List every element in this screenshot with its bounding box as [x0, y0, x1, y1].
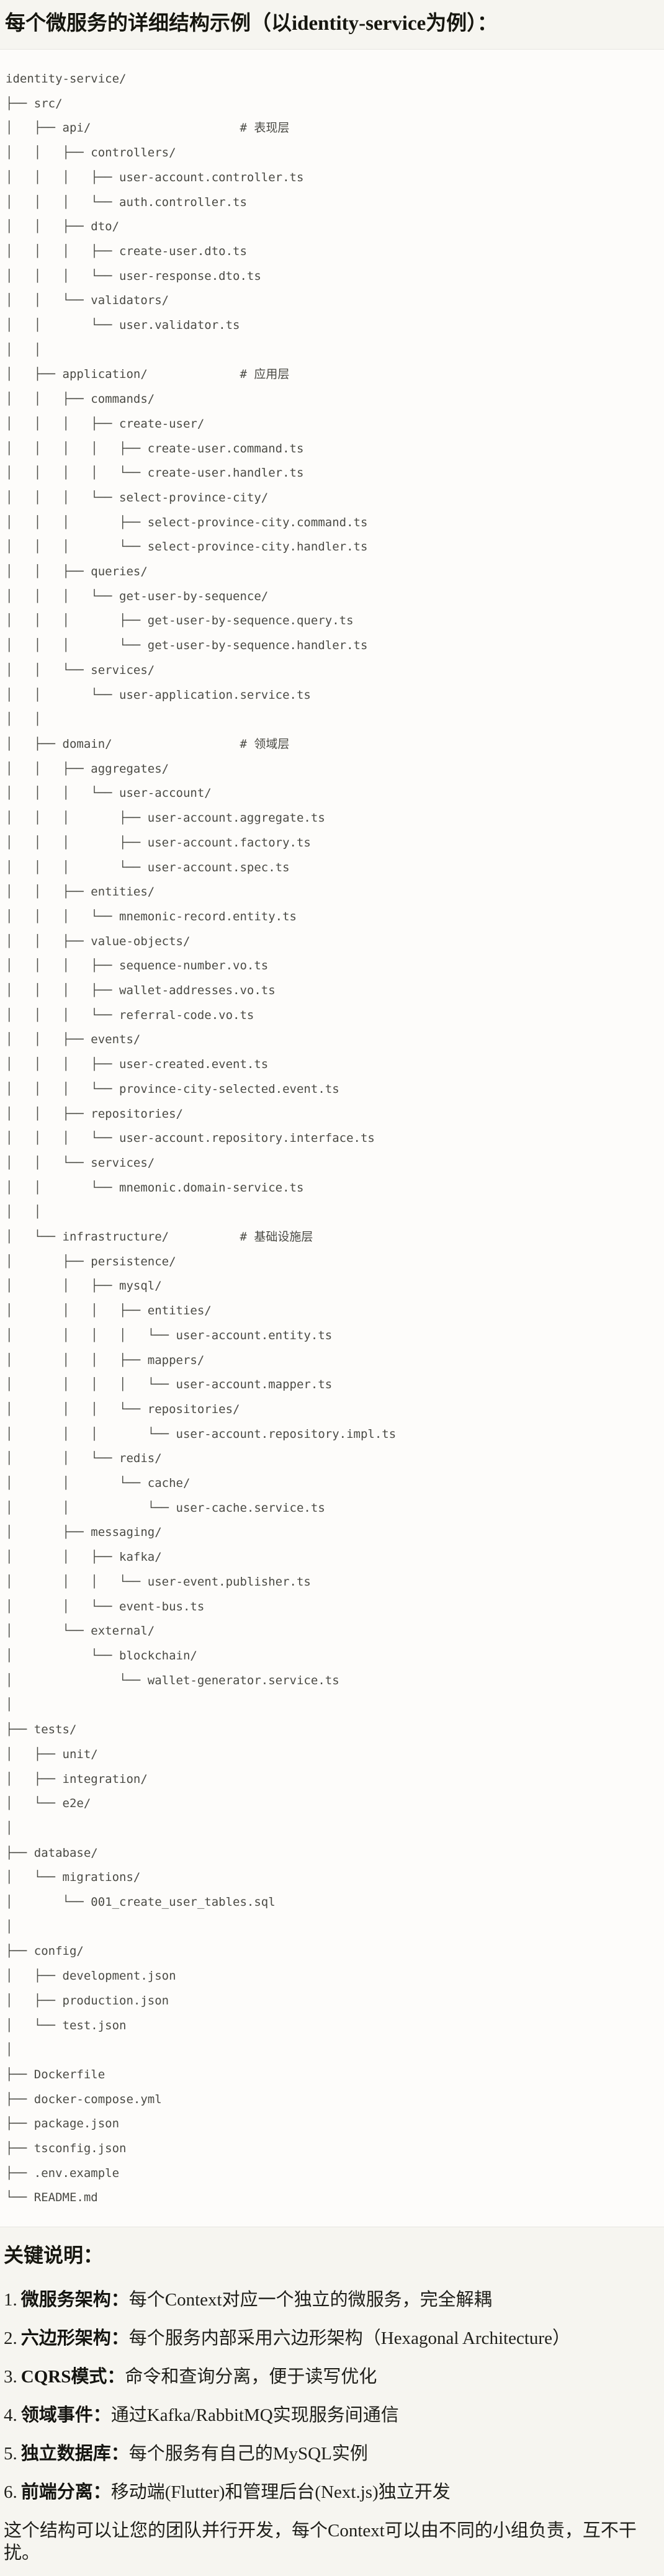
note-term: 微服务架构： [20, 2290, 129, 2310]
note-number: 3. [4, 2367, 17, 2387]
note-item-frontend-split: 6.前端分离：移动端(Flutter)和管理后台(Next.js)独立开发 [4, 2481, 660, 2503]
note-term: 六边形架构： [20, 2328, 129, 2349]
note-desc: 移动端(Flutter)和管理后台(Next.js)独立开发 [110, 2482, 451, 2503]
note-item-hexagonal: 2.六边形架构：每个服务内部采用六边形架构（Hexagonal Architec… [4, 2327, 660, 2349]
note-number: 1. [4, 2290, 17, 2310]
note-desc: 命令和查询分离，便于读写优化 [125, 2367, 377, 2387]
directory-tree: identity-service/ ├── src/ │ ├── api/ # … [6, 72, 397, 2205]
note-desc: 每个服务有自己的MySQL实例 [128, 2444, 368, 2464]
note-term: 独立数据库： [20, 2444, 129, 2464]
note-term: 前端分离： [20, 2482, 111, 2503]
note-number: 6. [4, 2482, 17, 2503]
code-block: identity-service/ ├── src/ │ ├── api/ # … [0, 49, 664, 2228]
note-term: 领域事件： [20, 2405, 111, 2426]
note-desc: 每个Context对应一个独立的微服务，完全解耦 [128, 2290, 492, 2310]
note-item-cqrs: 3.CQRS模式：命令和查询分离，便于读写优化 [4, 2366, 660, 2388]
closing-paragraph: 这个结构可以让您的团队并行开发，每个Context可以由不同的小组负责，互不干扰… [4, 2521, 637, 2564]
page-title: 每个微服务的详细结构示例（以identity-service为例）： [5, 12, 498, 35]
note-number: 5. [4, 2444, 17, 2464]
note-item-independent-db: 5.独立数据库：每个服务有自己的MySQL实例 [4, 2443, 660, 2465]
notes-list: 1.微服务架构：每个Context对应一个独立的微服务，完全解耦 2.六边形架构… [0, 2289, 664, 2503]
note-number: 2. [4, 2328, 17, 2349]
note-number: 4. [4, 2405, 17, 2426]
note-desc: 每个服务内部采用六边形架构（Hexagonal Architecture） [128, 2328, 570, 2349]
notes-heading: 关键说明： [4, 2244, 104, 2267]
note-desc: 通过Kafka/RabbitMQ实现服务间通信 [110, 2405, 399, 2426]
note-item-microservices: 1.微服务架构：每个Context对应一个独立的微服务，完全解耦 [4, 2289, 660, 2311]
note-item-domain-events: 4.领域事件：通过Kafka/RabbitMQ实现服务间通信 [4, 2404, 660, 2426]
note-term: CQRS模式： [20, 2367, 125, 2387]
